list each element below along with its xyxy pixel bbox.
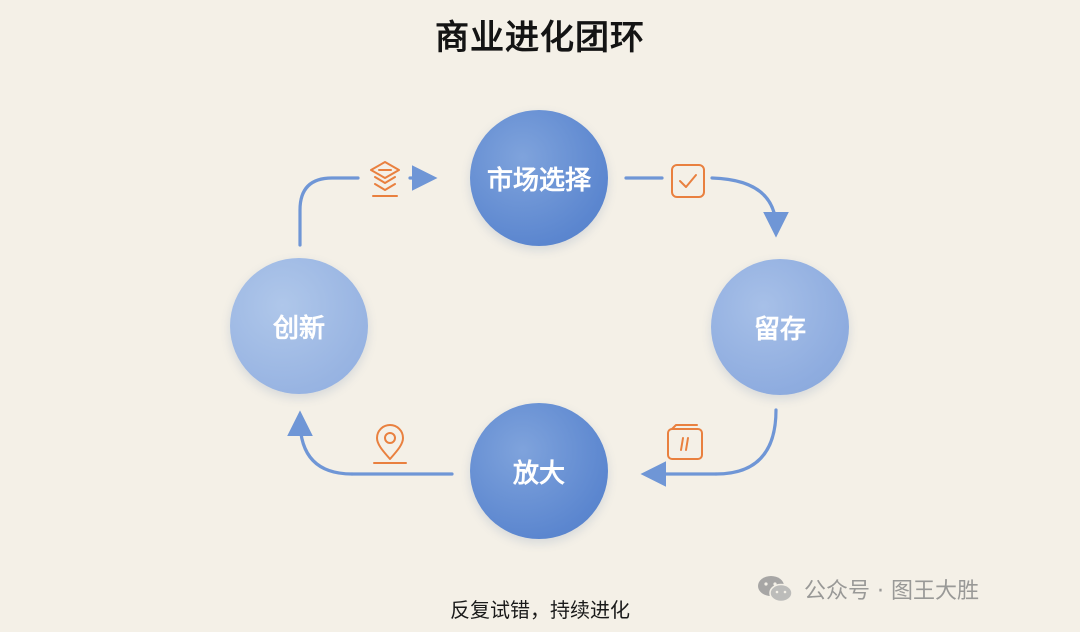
node-innovation: 创新 [230,258,368,394]
location-pin-icon [373,424,407,464]
layers-icon [370,161,400,197]
diagram-title: 商业进化团环 [435,18,645,58]
arrow-retain-to-scale-curve [714,408,778,476]
wechat-logo-icon [758,576,793,603]
node-market-selection-label: 市场选择 [486,165,591,196]
checkbox-icon [671,164,705,198]
node-retention: 留存 [711,259,849,395]
arrow-scale-to-innovate-curve [287,410,354,476]
node-retention-label: 留存 [753,314,806,345]
node-market-selection: 市场选择 [470,110,608,246]
node-scale-up-label: 放大 [512,458,565,489]
node-scale-up: 放大 [470,403,608,539]
watermark: 公众号 · 图王大胜 [756,572,979,606]
watermark-text: 公众号 · 图王大胜 [804,579,979,604]
node-innovation-label: 创新 [272,313,325,344]
arrow-innovate-to-market [298,176,360,247]
arrow-market-to-retain-curve [710,176,789,238]
wallet-icon [667,424,703,460]
diagram-caption: 反复试错，持续进化 [450,598,630,622]
